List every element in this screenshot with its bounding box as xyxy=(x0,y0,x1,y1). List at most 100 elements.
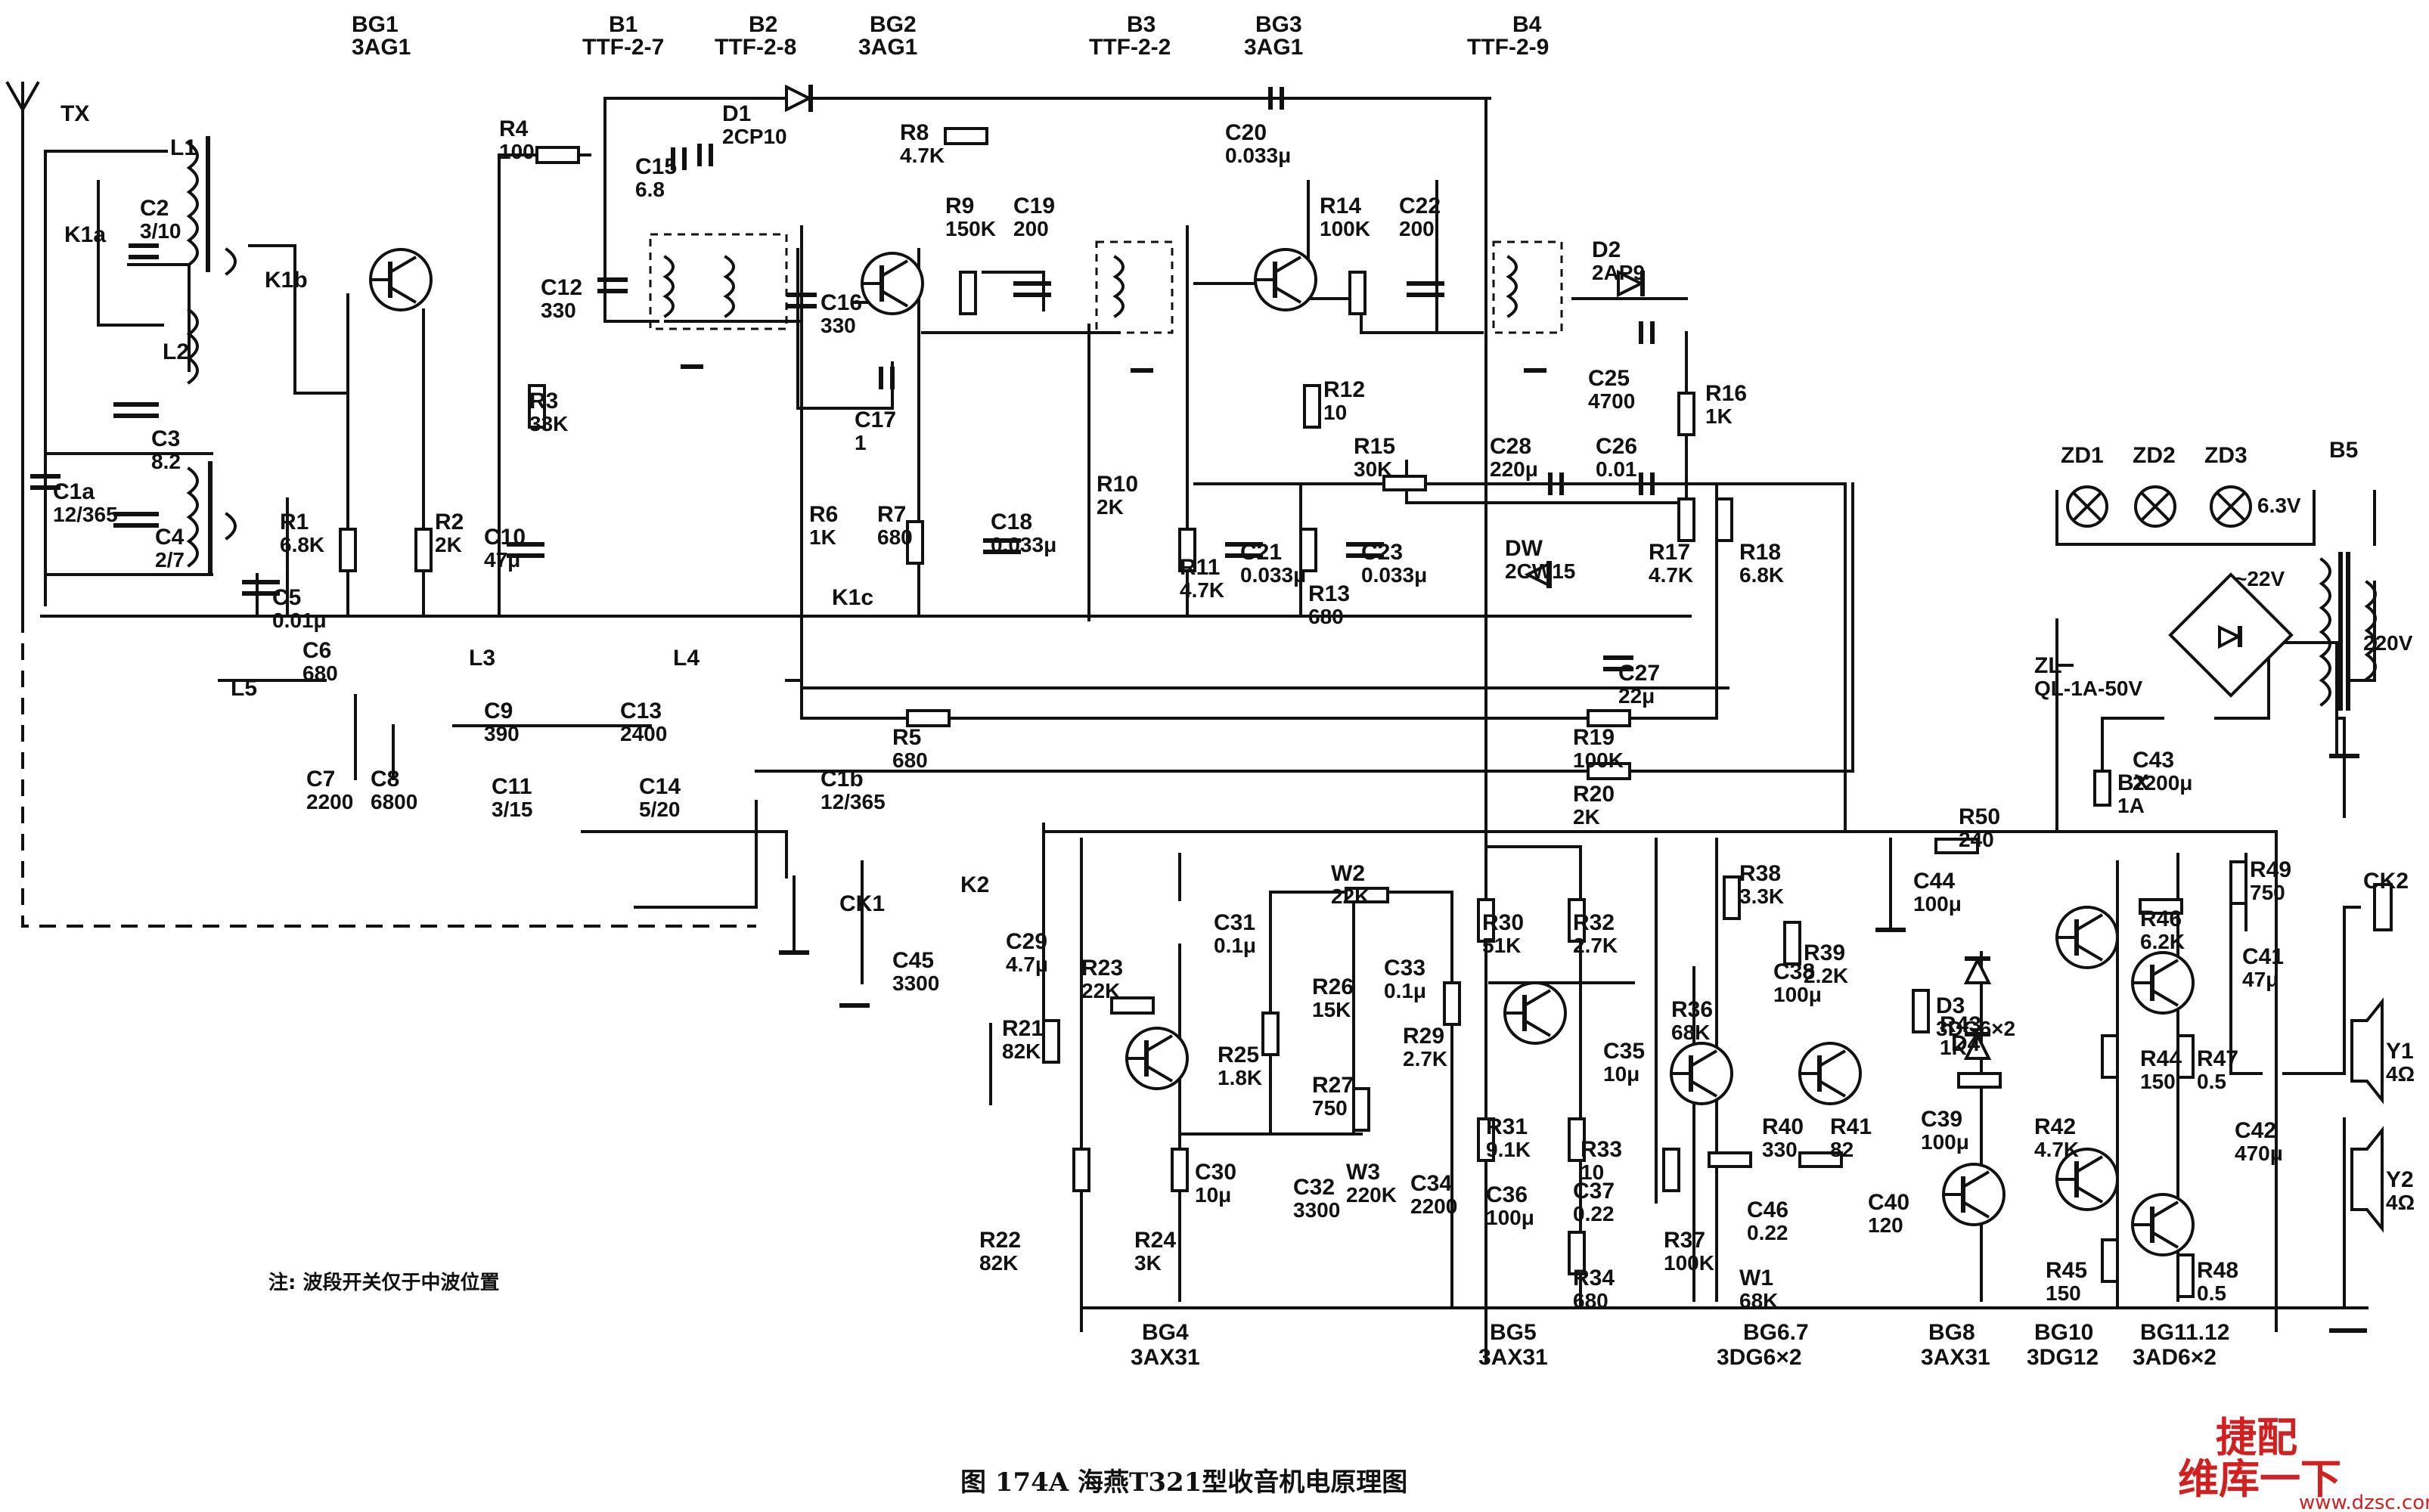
component-value-c46: 0.22 xyxy=(1747,1221,1788,1244)
component-ref-y2: Y2 xyxy=(2386,1167,2414,1192)
component-value-c39: 100μ xyxy=(1921,1130,1969,1154)
component-ref-c11: C11 xyxy=(492,774,532,799)
bg5-model-label: 3AX31 xyxy=(1478,1345,1548,1370)
component-value-c6: 680 xyxy=(302,662,338,685)
component-ref-c1a: C1a xyxy=(53,479,95,504)
component-ref-r8: R8 xyxy=(900,120,929,145)
component-value-r2: 2K xyxy=(435,533,462,556)
component-ref-w2: W2 xyxy=(1331,861,1365,886)
component-ref-r18: R18 xyxy=(1739,540,1781,565)
component-ref-y1: Y1 xyxy=(2386,1039,2414,1064)
component-ref-c43: C43 xyxy=(2133,748,2174,773)
component-value-r26: 15K xyxy=(1312,998,1351,1021)
component-ref-c10: C10 xyxy=(484,525,526,550)
component-value-r44: 150 xyxy=(2140,1070,2176,1093)
component-value-r29: 2.7K xyxy=(1403,1047,1447,1070)
lamp-labels: ZD1 ZD2 ZD3 6.3V xyxy=(2061,443,2301,517)
component-value-r40: 330 xyxy=(1762,1138,1798,1161)
component-ref-c46: C46 xyxy=(1747,1198,1788,1222)
component-value-r30: 51K xyxy=(1482,934,1521,957)
component-value-w3: 220K xyxy=(1346,1183,1397,1207)
component-value-r5: 680 xyxy=(892,748,928,772)
component-value-r6: 1K xyxy=(809,525,836,549)
component-value-c18: 0.033μ xyxy=(991,533,1056,556)
component-value-c37: 0.22 xyxy=(1573,1202,1615,1225)
component-ref-r22: R22 xyxy=(979,1228,1021,1253)
bg67-model-label: 3DG6×2 xyxy=(1717,1345,1802,1370)
component-ref-r23: R23 xyxy=(1081,956,1123,981)
component-value-c11: 3/15 xyxy=(492,798,533,821)
component-ref-c41: C41 xyxy=(2242,944,2284,969)
component-ref-c5: C5 xyxy=(272,585,301,610)
component-ref-ck2: CK2 xyxy=(2363,869,2409,894)
component-value-c3: 8.2 xyxy=(151,450,181,473)
component-ref-r7: R7 xyxy=(877,502,906,527)
component-value-c15: 6.8 xyxy=(635,178,665,201)
component-ref-r16: R16 xyxy=(1705,381,1747,406)
component-ref-k1b: K1b xyxy=(265,268,308,293)
component-value-c29: 4.7μ xyxy=(1006,953,1048,976)
component-ref-c4: C4 xyxy=(155,525,185,550)
component-ref-r37: R37 xyxy=(1664,1228,1705,1253)
b3-name-label: B3 xyxy=(1127,12,1156,37)
bottom-labels: BG4 3AX31 BG5 3AX31 BG6.7 3DG6×2 BG8 3AX… xyxy=(1131,1320,2229,1370)
component-ref-k2: K2 xyxy=(960,872,989,897)
bg1112-name-label: BG11.12 xyxy=(2140,1320,2229,1345)
component-value-c12: 330 xyxy=(541,299,576,322)
component-ref-c3: C3 xyxy=(151,426,180,451)
component-ref-zl: ZL xyxy=(2034,653,2062,678)
component-ref-c13: C13 xyxy=(620,699,662,723)
component-value-dw: 2CW15 xyxy=(1505,559,1575,583)
band-switch-note: 注: 波段开关仅于中波位置 xyxy=(268,1271,499,1294)
component-value-r7: 680 xyxy=(877,525,913,549)
component-ref-r38: R38 xyxy=(1739,861,1781,886)
antenna-label: TX xyxy=(60,101,89,126)
component-ref-r1: R1 xyxy=(280,510,309,534)
lamp-zd2-label: ZD2 xyxy=(2133,443,2176,468)
component-value-zl: QL-1A-50V xyxy=(2034,677,2142,700)
bg1-name-label: BG1 xyxy=(352,12,399,37)
component-ref-r27: R27 xyxy=(1312,1073,1354,1098)
component-ref-l3: L3 xyxy=(469,646,495,671)
component-ref-c36: C36 xyxy=(1486,1182,1528,1207)
component-ref-r13: R13 xyxy=(1308,581,1350,606)
component-value-c41: 47μ xyxy=(2242,968,2279,991)
bg8-model-label: 3AX31 xyxy=(1921,1345,1990,1370)
component-value-c13: 2400 xyxy=(620,722,667,745)
component-ref-r34: R34 xyxy=(1573,1266,1615,1290)
component-value-r25: 1.8K xyxy=(1218,1066,1262,1089)
component-ref-r42: R42 xyxy=(2034,1114,2076,1139)
component-value-r27: 750 xyxy=(1312,1096,1348,1120)
component-value-d3: 3DG6×2 xyxy=(1936,1017,2015,1040)
component-value-c21: 0.033μ xyxy=(1240,563,1306,587)
component-ref-c27: C27 xyxy=(1618,661,1660,686)
component-value-r48: 0.5 xyxy=(2197,1281,2226,1305)
component-ref-r10: R10 xyxy=(1097,472,1138,497)
bg10-name-label: BG10 xyxy=(2034,1320,2093,1345)
component-ref-c34: C34 xyxy=(1410,1171,1452,1196)
component-ref-k1a: K1a xyxy=(64,222,106,247)
component-ref-c14: C14 xyxy=(639,774,681,799)
component-ref-l2: L2 xyxy=(163,339,189,364)
component-bodies xyxy=(5,81,2393,1333)
component-ref-r32: R32 xyxy=(1573,910,1615,935)
component-value-d1: 2CP10 xyxy=(722,125,787,148)
component-value-r9: 150K xyxy=(945,217,996,240)
component-value-c1b: 12/365 xyxy=(821,790,886,813)
component-ref-c33: C33 xyxy=(1384,956,1425,981)
component-ref-r19: R19 xyxy=(1573,725,1615,750)
component-value-c16: 330 xyxy=(821,314,856,337)
component-ref-r45: R45 xyxy=(2046,1258,2087,1283)
bg3-model-label: 3AG1 xyxy=(1244,35,1303,60)
component-ref-bx: BX xyxy=(2117,770,2149,795)
component-ref-c44: C44 xyxy=(1913,869,1955,894)
watermark-mark: 捷配 xyxy=(2216,1414,2297,1461)
component-value-c9: 390 xyxy=(484,722,520,745)
bg67-name-label: BG6.7 xyxy=(1743,1320,1809,1345)
component-value-c38: 100μ xyxy=(1773,983,1822,1006)
component-value-c33: 0.1μ xyxy=(1384,979,1426,1002)
component-ref-r9: R9 xyxy=(945,194,974,218)
component-ref-c19: C19 xyxy=(1013,194,1055,218)
component-ref-r12: R12 xyxy=(1323,377,1365,402)
component-value-r16: 1K xyxy=(1705,404,1733,428)
